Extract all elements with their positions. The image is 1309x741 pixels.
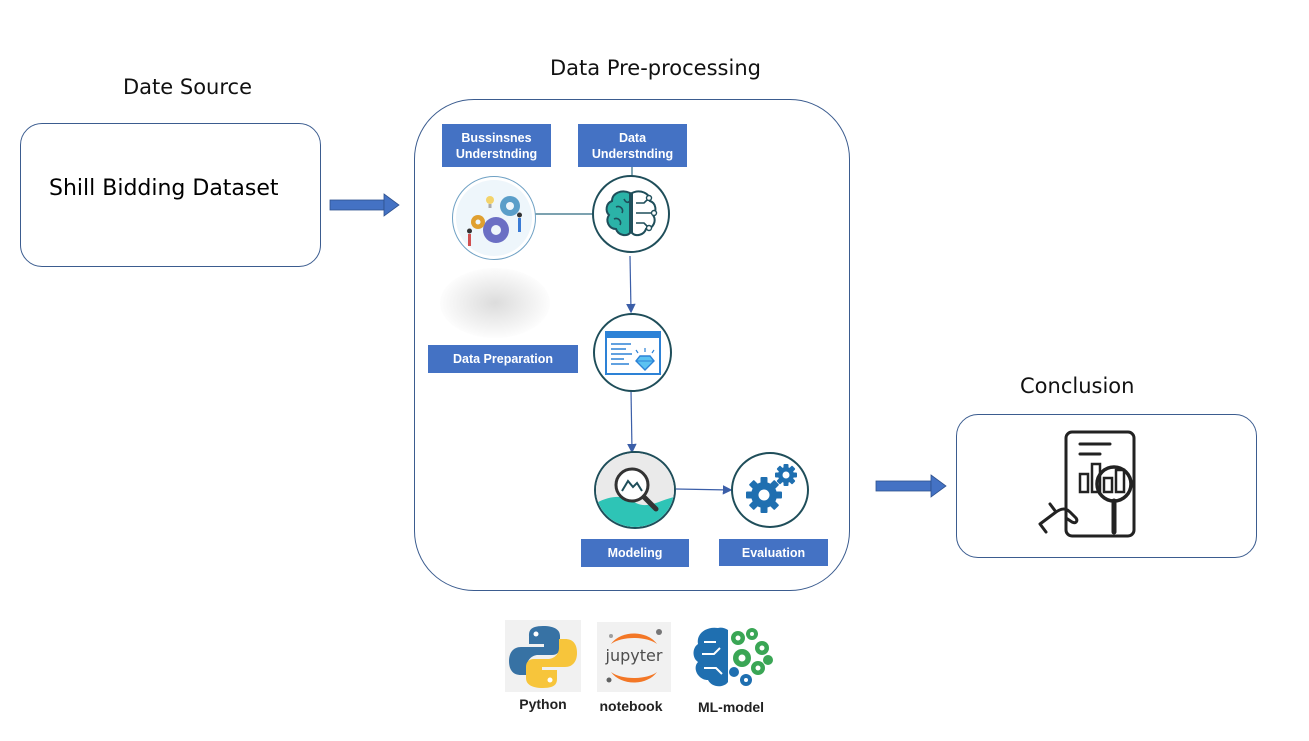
conclusion-heading: Conclusion — [1020, 374, 1135, 398]
label-data-understanding: Data Understnding — [578, 124, 687, 167]
jupyter-logo-icon: jupyter — [597, 622, 671, 692]
modeling-magnifier-icon — [594, 451, 676, 529]
label-data-preparation: Data Preparation — [428, 345, 578, 373]
ml-model-logo-icon — [690, 624, 774, 692]
arrow-data-to-preparation — [626, 255, 636, 314]
arrow-source-to-preprocessing — [329, 193, 400, 217]
conclusion-report-icon — [1036, 428, 1142, 542]
arrow-preprocessing-to-conclusion — [875, 474, 947, 498]
jupyter-logo-text: jupyter — [605, 646, 663, 665]
notebook-label: notebook — [599, 698, 663, 714]
label-modeling: Modeling — [581, 539, 689, 567]
ml-model-label: ML-model — [697, 699, 765, 715]
data-preparation-icon — [593, 313, 672, 392]
label-business-understanding: Bussinsnes Understnding — [442, 124, 551, 167]
label-evaluation: Evaluation — [719, 539, 828, 566]
preprocessing-heading: Data Pre-processing — [550, 56, 761, 80]
arrow-modeling-to-evaluation — [675, 485, 733, 495]
python-label: Python — [519, 696, 567, 712]
business-understanding-icon — [452, 176, 536, 260]
source-heading: Date Source — [123, 75, 252, 99]
source-box: Shill Bidding Dataset — [20, 123, 321, 267]
source-box-text: Shill Bidding Dataset — [49, 176, 279, 201]
data-understanding-brain-icon — [592, 175, 670, 253]
python-logo-icon — [505, 620, 581, 692]
evaluation-gears-icon — [731, 452, 809, 528]
arrow-preparation-to-modeling — [627, 389, 637, 454]
decorative-shadow — [440, 268, 550, 338]
